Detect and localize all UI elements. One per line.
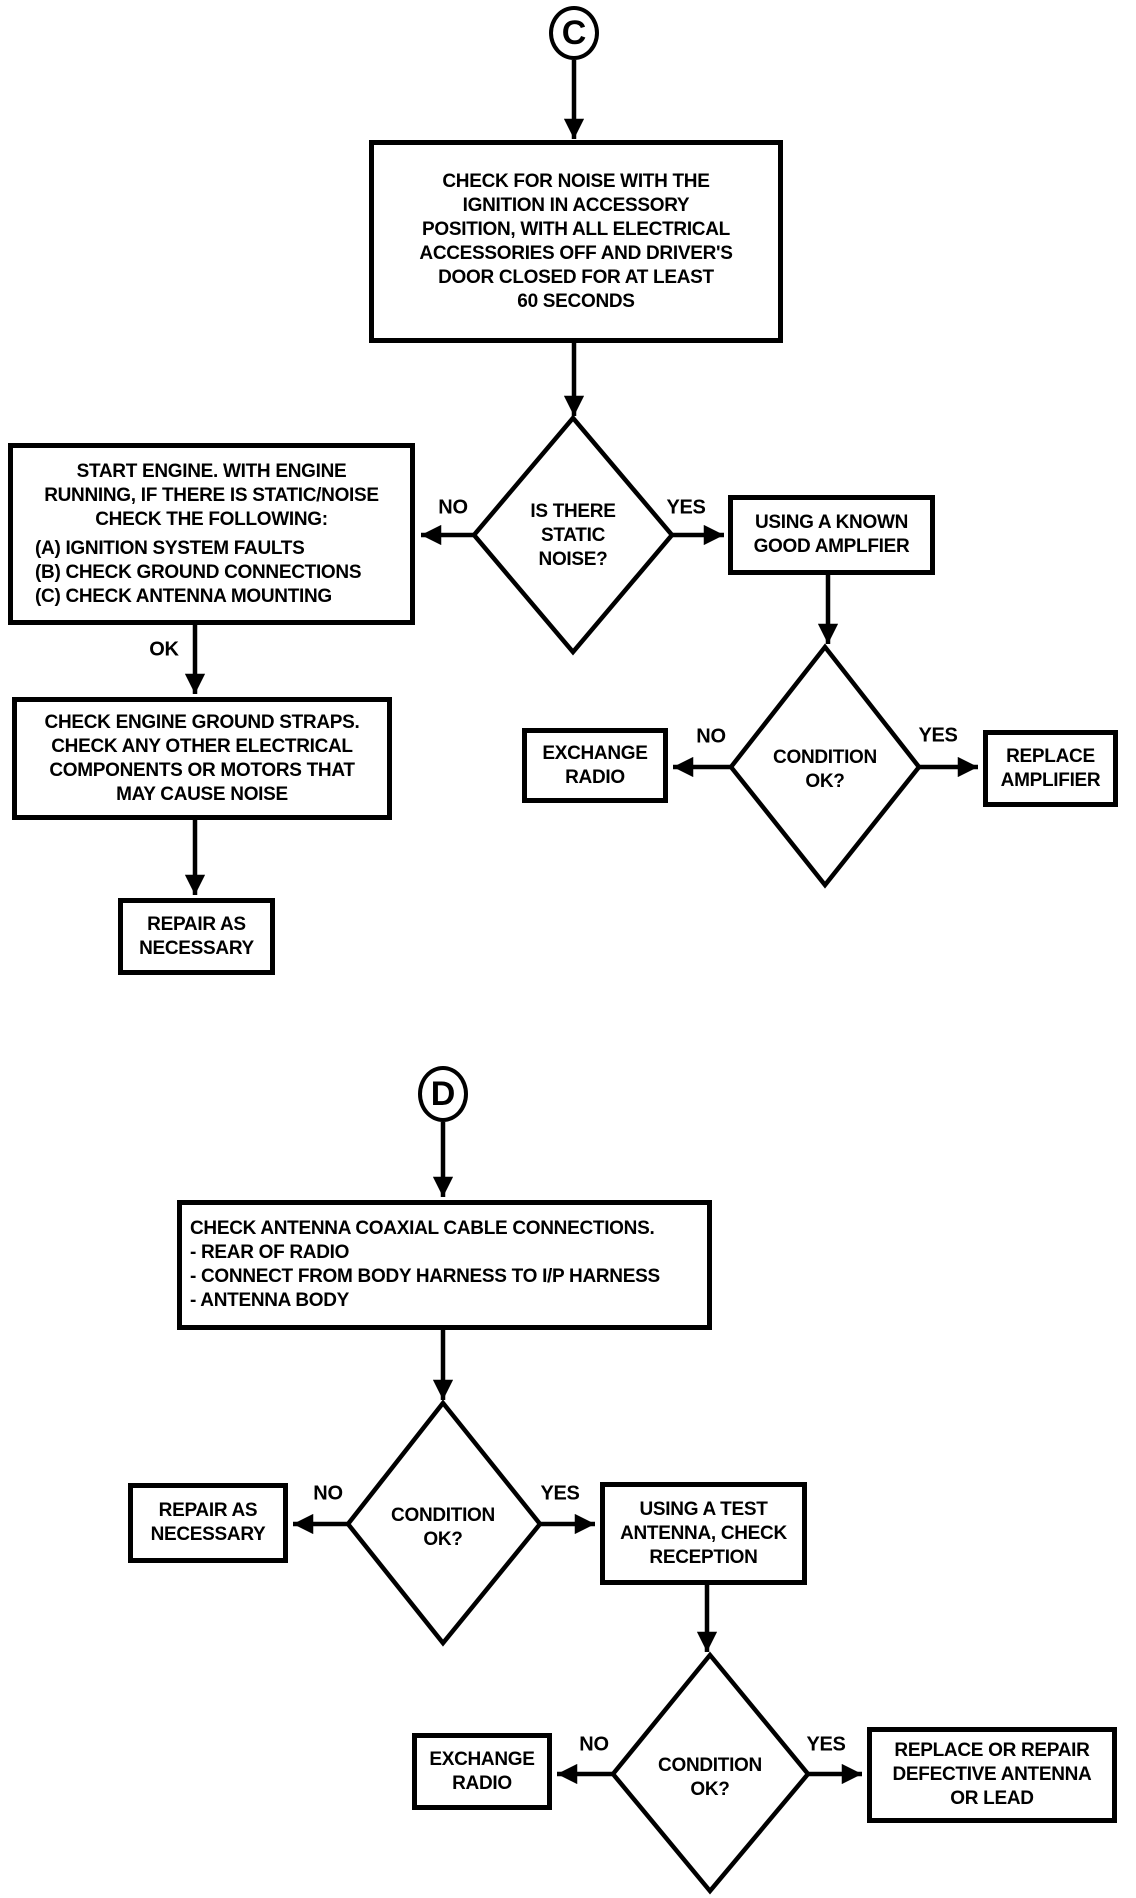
diamond-is-there-static-noise	[471, 414, 675, 656]
process-box-known-good-amplifier: USING A KNOWN GOOD AMPLFIER	[728, 495, 935, 575]
terminal-box-repair-as-necessary-c: REPAIR AS NECESSARY	[118, 898, 275, 975]
diamond-label-is-there-static-noise: IS THERE STATIC NOISE?	[530, 501, 616, 570]
diamond-label-condition-ok-d2: CONDITION OK?	[658, 1755, 762, 1800]
process-box-check-for-noise: CHECK FOR NOISE WITH THE IGNITION IN ACC…	[369, 140, 783, 343]
diamond-condition-ok-d1	[345, 1399, 543, 1647]
process-box-engine-ground-straps: CHECK ENGINE GROUND STRAPS. CHECK ANY OT…	[12, 697, 392, 820]
process-box-start-engine: START ENGINE. WITH ENGINE RUNNING, IF TH…	[8, 443, 415, 625]
connector-circle-c: C	[549, 6, 599, 60]
terminal-box-repair-as-necessary-d: REPAIR AS NECESSARY	[128, 1483, 288, 1563]
terminal-box-replace-antenna: REPLACE OR REPAIR DEFECTIVE ANTENNA OR L…	[867, 1727, 1117, 1823]
start-engine-intro: START ENGINE. WITH ENGINE RUNNING, IF TH…	[44, 460, 379, 530]
diamond-condition-ok-d2	[610, 1651, 811, 1895]
connector-circle-d: D	[418, 1066, 468, 1122]
branch-label-yes-condition-c: YES	[916, 724, 960, 748]
terminal-box-exchange-radio-c: EXCHANGE RADIO	[522, 728, 668, 803]
terminal-box-exchange-radio-d: EXCHANGE RADIO	[412, 1733, 552, 1810]
branch-label-yes-static: YES	[664, 496, 708, 520]
start-engine-checklist: (A) IGNITION SYSTEM FAULTS (B) CHECK GRO…	[35, 537, 362, 607]
terminal-box-replace-amplifier: REPLACE AMPLIFIER	[983, 730, 1118, 807]
branch-label-no-condition-d2: NO	[577, 1733, 611, 1757]
diamond-condition-ok-c	[728, 643, 922, 889]
branch-label-no-condition-d1: NO	[311, 1482, 345, 1506]
branch-label-yes-condition-d1: YES	[538, 1482, 582, 1506]
diamond-label-condition-ok-c: CONDITION OK?	[773, 747, 877, 792]
process-box-coax-connections: CHECK ANTENNA COAXIAL CABLE CONNECTIONS.…	[177, 1200, 712, 1330]
process-box-test-antenna: USING A TEST ANTENNA, CHECK RECEPTION	[600, 1482, 807, 1585]
branch-label-no-condition-c: NO	[694, 725, 728, 749]
branch-label-no-static: NO	[436, 496, 470, 520]
branch-label-ok: OK	[147, 638, 181, 662]
diamond-label-condition-ok-d1: CONDITION OK?	[391, 1505, 495, 1550]
branch-label-yes-condition-d2: YES	[804, 1733, 848, 1757]
